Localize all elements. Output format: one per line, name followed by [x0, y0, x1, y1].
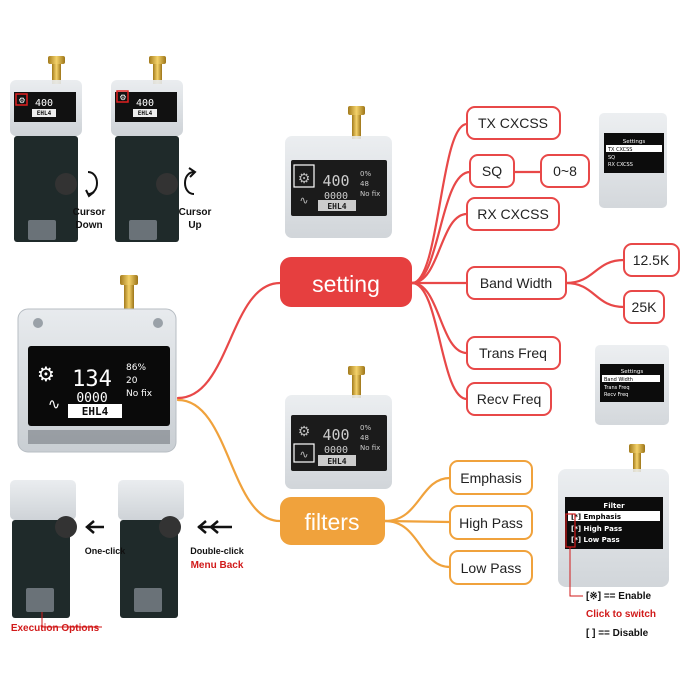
top-device-2-code: EHL4: [138, 110, 153, 117]
setting-node: [280, 257, 412, 307]
settings-screen-1-item: RX CXCSS: [608, 162, 633, 168]
filter-screen-item: [*] High Pass: [571, 525, 622, 533]
filters-device-value: 48: [360, 434, 369, 442]
settings-screen-2-title: Settings: [621, 369, 644, 375]
setting-device-code: EHL4: [327, 202, 346, 211]
menu-back-label: Menu Back: [190, 560, 244, 571]
main-screen-sub-number: 0000: [76, 391, 107, 406]
setting-item-sq-label: SQ: [482, 163, 502, 179]
setting-node-label: setting: [312, 271, 380, 297]
setting-item-rx-cxcss-label: RX CXCSS: [477, 206, 549, 222]
top-device-2-number: 400: [136, 98, 154, 109]
settings-screen-2-item: Recv Freq: [604, 392, 628, 398]
waveform-icon: ∿: [299, 194, 308, 207]
setting-device-value: 48: [360, 180, 369, 188]
filters-device: ⚙ ∿ 400 0000 EHL4 0% 48 No fix: [285, 366, 392, 489]
gear-icon: ⚙: [37, 362, 55, 386]
gear-icon: ⚙: [298, 171, 311, 187]
waveform-icon: ∿: [48, 395, 61, 413]
cursor-up-caption: Cursor Up: [178, 207, 212, 231]
main-device: ⚙ ∿ 134 0000 EHL4 86% 20 No fix: [17, 275, 177, 453]
setting-items: TX CXCSS SQ 0~8 RX CXCSS Band Width 12.5…: [466, 106, 680, 416]
setting-item-sq-range: [540, 154, 590, 188]
main-screen-code: EHL4: [82, 405, 109, 418]
setting-device-battery: 0%: [360, 170, 371, 178]
setting-item-band-width: [466, 266, 567, 300]
top-device-1-code: EHL4: [37, 110, 52, 117]
filter-screen-title: Filter: [603, 502, 625, 510]
filters-device-number: 400: [322, 426, 349, 444]
setting-item-trans-freq-label: Trans Freq: [479, 345, 547, 361]
filter-item-emphasis: [449, 460, 533, 495]
bottom-device-2: [118, 480, 232, 618]
setting-item-sq: [469, 154, 515, 188]
one-click-label: One-click: [84, 546, 126, 556]
setting-device-number: 400: [322, 172, 349, 190]
setting-item-sq-range-label: 0~8: [553, 163, 577, 179]
legend-disable: [ ] == Disable: [586, 628, 649, 639]
filter-screen-item: [*] Emphasis: [571, 513, 621, 521]
main-screen-value: 20: [126, 376, 138, 386]
main-screen-battery: 86%: [126, 363, 146, 373]
band-width-25k: [623, 290, 665, 324]
setting-item-tx-cxcss-label: TX CXCSS: [478, 115, 548, 131]
double-click-label: Double-click: [190, 546, 244, 556]
filters-device-status: No fix: [360, 444, 380, 452]
settings-screen-2: Settings Band Width Trans Freq Recv Freq: [595, 345, 669, 425]
band-width-12-5k: [623, 243, 680, 277]
setting-device-status: No fix: [360, 190, 380, 198]
main-screen-status: No fix: [126, 389, 153, 399]
settings-screen-1-item: TX CXCSS: [607, 147, 632, 153]
gear-icon: ⚙: [298, 424, 311, 440]
execution-options-label: Execution Options: [10, 623, 100, 634]
setting-item-recv-freq-label: Recv Freq: [477, 391, 542, 407]
setting-device-sub-number: 0000: [324, 191, 348, 202]
settings-screen-1-title: Settings: [623, 139, 646, 145]
filters-node-label: filters: [305, 509, 360, 535]
setting-item-recv-freq: [466, 382, 552, 416]
top-device-2: ⚙ 400 EHL4: [111, 56, 197, 242]
legend-enable: [※] == Enable: [586, 591, 652, 602]
setting-item-trans-freq: [466, 336, 561, 370]
setting-device: ⚙ ∿ 400 0000 EHL4 0% 48 No fix: [285, 106, 392, 238]
setting-item-rx-cxcss: [466, 197, 560, 231]
settings-screen-1-item: SQ: [608, 155, 615, 161]
legend-click-to-switch: Click to switch: [586, 609, 657, 620]
cursor-down-caption: Cursor Down: [72, 207, 106, 231]
filter-callout-line: [569, 547, 583, 597]
main-screen-number: 134: [72, 367, 112, 392]
filters-device-code: EHL4: [327, 457, 346, 466]
filter-item-low-pass-label: Low Pass: [461, 560, 522, 576]
filters-connectors: [176, 398, 452, 569]
main-device-screen: [28, 346, 170, 426]
gear-icon: ⚙: [119, 93, 126, 102]
settings-screen-2-item: Band Width: [604, 377, 633, 383]
band-width-12-5k-label: 12.5K: [633, 252, 670, 268]
filter-item-high-pass: [449, 505, 533, 540]
settings-screen-2-item: Trans Freq: [603, 385, 630, 391]
top-device-1-number: 400: [35, 98, 53, 109]
setting-item-band-width-label: Band Width: [480, 275, 552, 291]
setting-connectors: [176, 122, 626, 401]
gear-icon: ⚙: [18, 96, 25, 105]
top-device-1: ⚙ 400 EHL4: [10, 56, 98, 242]
execution-callout-line: [41, 612, 102, 628]
filter-item-high-pass-label: High Pass: [459, 515, 523, 531]
filters-device-battery: 0%: [360, 424, 371, 432]
filter-item-low-pass: [449, 550, 533, 585]
filter-item-emphasis-label: Emphasis: [460, 470, 521, 486]
filters-node: [280, 497, 385, 545]
filter-screen-device: Filter [*] Emphasis [*] High Pass [*] Lo…: [558, 444, 669, 597]
band-width-25k-label: 25K: [632, 299, 658, 315]
filters-items: Emphasis High Pass Low Pass: [449, 460, 533, 585]
waveform-icon: ∿: [299, 448, 308, 461]
setting-item-tx-cxcss: [466, 106, 561, 140]
filter-screen-item: [*] Low Pass: [571, 536, 620, 544]
bottom-device-1: [10, 480, 104, 628]
settings-screen-1: Settings TX CXCSS SQ RX CXCSS: [599, 113, 667, 208]
filters-device-sub-number: 0000: [324, 445, 348, 456]
